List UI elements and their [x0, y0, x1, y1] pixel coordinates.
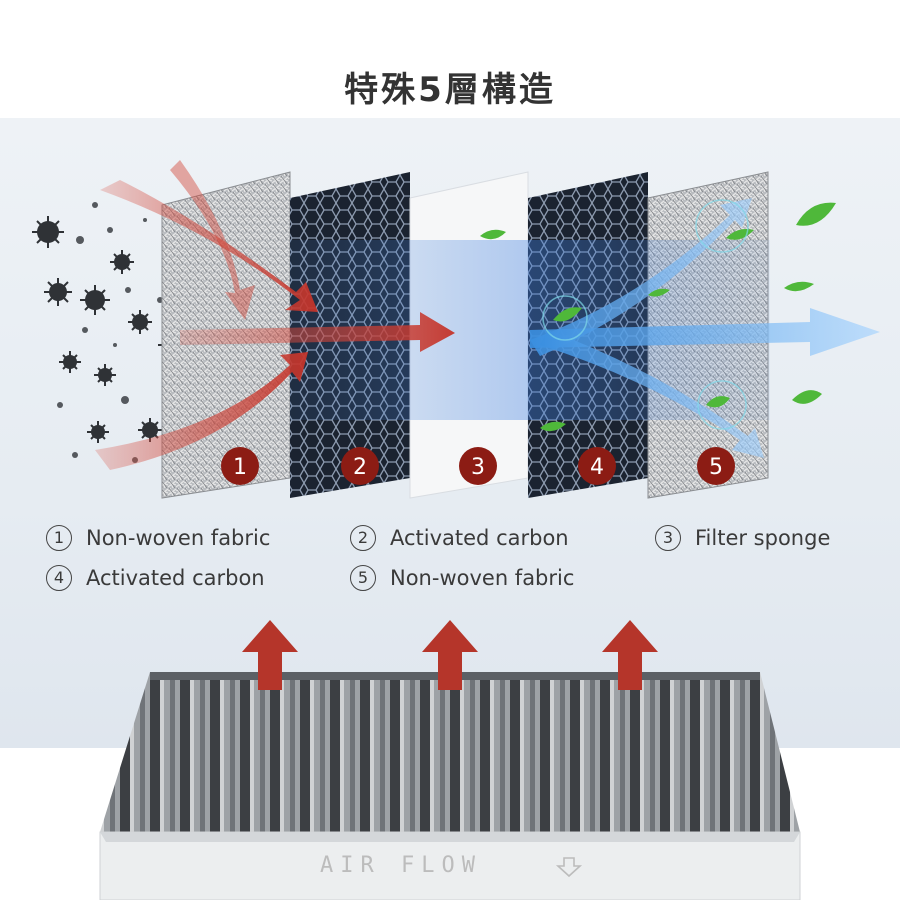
- cabin-filter: [99, 672, 801, 900]
- virus-icon: [59, 351, 81, 373]
- badge-2: 2: [353, 455, 367, 480]
- legend-number: 3: [655, 525, 681, 551]
- virus-icon: [110, 250, 134, 274]
- virus-icon: [138, 418, 162, 442]
- badge-5: 5: [709, 455, 723, 480]
- legend-label: Activated carbon: [390, 526, 569, 550]
- up-arrow-icon: [242, 620, 298, 690]
- layer-badges: 1 2 3 4 5: [221, 447, 735, 485]
- dirty-air-arrows: [95, 160, 455, 470]
- legend-number: 2: [350, 525, 376, 551]
- legend-item-4: 4 Activated carbon: [46, 565, 265, 591]
- clean-air-arrows: [530, 198, 880, 458]
- legend-item-3: 3 Filter sponge: [655, 525, 830, 551]
- virus-icon: [44, 278, 72, 306]
- legend-number: 1: [46, 525, 72, 551]
- legend-number: 4: [46, 565, 72, 591]
- virus-icon: [87, 421, 109, 443]
- legend-item-1: 1 Non-woven fabric: [46, 525, 270, 551]
- leaf-icon: [784, 281, 814, 292]
- virus-cluster: [32, 202, 182, 463]
- legend-item-5: 5 Non-woven fabric: [350, 565, 574, 591]
- page-title: 特殊5層構造: [344, 70, 556, 110]
- leaf-icon: [792, 390, 822, 404]
- leaf-halos: [542, 199, 749, 430]
- legend-number: 5: [350, 565, 376, 591]
- up-arrow-icon: [602, 620, 658, 690]
- leaf-icon: [706, 396, 730, 408]
- legend-label: Non-woven fabric: [86, 526, 271, 550]
- up-arrow-icon: [422, 620, 478, 690]
- virus-icon: [32, 216, 64, 248]
- leaf-icon: [540, 421, 566, 432]
- leaf-icon: [796, 202, 836, 226]
- leaf-icon: [648, 288, 670, 297]
- badge-1: 1: [233, 455, 247, 480]
- filter-frame-label: AIR FLOW: [320, 853, 482, 878]
- virus-icon: [128, 310, 152, 334]
- airflow-up-arrows: [242, 620, 658, 690]
- virus-icon: [94, 364, 116, 386]
- legend-label: Activated carbon: [86, 566, 265, 590]
- legend-item-2: 2 Activated carbon: [350, 525, 569, 551]
- down-arrow-icon: [555, 857, 583, 878]
- badge-3: 3: [471, 455, 485, 480]
- virus-icon: [80, 285, 110, 315]
- legend-label: Filter sponge: [695, 526, 831, 550]
- leaf-icon: [553, 307, 582, 322]
- legend-label: Non-woven fabric: [390, 566, 575, 590]
- badge-4: 4: [590, 455, 604, 480]
- leaf-icon: [480, 229, 506, 240]
